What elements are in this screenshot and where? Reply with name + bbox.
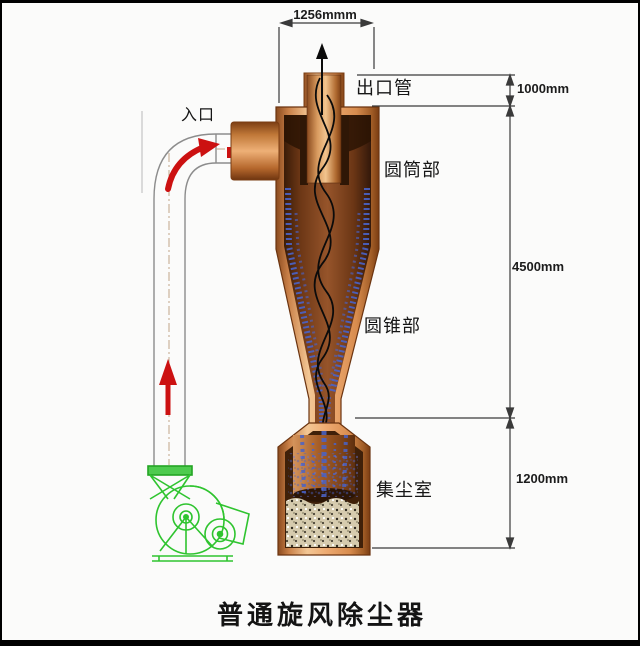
flow-arrow-up-icon bbox=[159, 359, 177, 415]
inlet-duct bbox=[230, 121, 280, 181]
dimension-body-height: 4500mm bbox=[512, 259, 565, 274]
label-inlet: 入口 bbox=[181, 105, 216, 124]
blower-fan bbox=[147, 465, 250, 562]
dust-pile bbox=[286, 498, 359, 547]
dimension-chamber-height: 1200mm bbox=[516, 471, 569, 486]
label-dust-chamber: 集尘室 bbox=[376, 480, 433, 501]
label-cylinder-section: 圆筒部 bbox=[384, 160, 441, 181]
dimension-top-width: 1256mmm bbox=[293, 7, 357, 22]
label-outlet-pipe: 出口管 bbox=[356, 78, 413, 99]
flow-arrow-curved-icon bbox=[165, 138, 220, 192]
swirl-flow-lines bbox=[313, 77, 336, 438]
label-cone-section: 圆锥部 bbox=[364, 316, 421, 337]
dimension-outlet-height: 1000mm bbox=[517, 81, 570, 96]
dust-chamber bbox=[277, 422, 371, 556]
cyclone-interior bbox=[284, 115, 371, 427]
riser-pipe bbox=[153, 199, 186, 468]
flow-arrow-outlet-icon bbox=[316, 43, 328, 115]
diagram-canvas bbox=[141, 18, 515, 562]
pipe-centerline bbox=[168, 148, 291, 465]
diagram-title: 普通旋风除尘器 bbox=[216, 601, 427, 631]
dimension-lines bbox=[278, 18, 515, 550]
